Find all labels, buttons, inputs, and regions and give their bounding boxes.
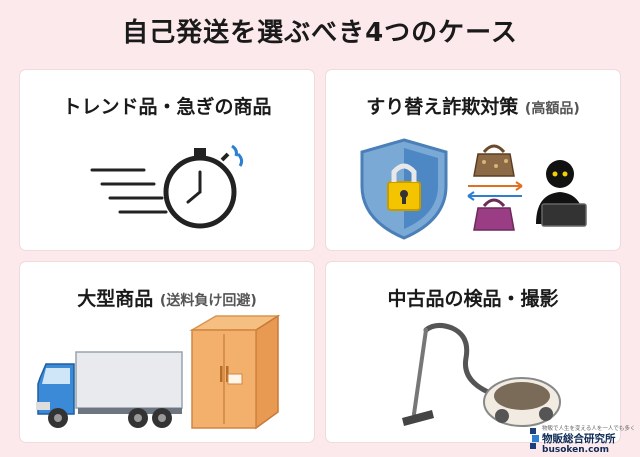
security-shield-icon	[360, 138, 587, 240]
page-title: 自己発送を選ぶべき4つのケース	[122, 18, 518, 48]
card-swap-fraud: すり替え詐欺対策 (高額品)	[326, 70, 620, 250]
truck-icon	[36, 351, 183, 428]
brand-name: 物販総合研究所	[542, 433, 616, 445]
card-large-items: 大型商品 (送料負け回避)	[20, 262, 314, 442]
wardrobe-icon	[189, 314, 281, 430]
card-title-used: 中古品の検品・撮影	[387, 288, 559, 310]
card-title-large: 大型商品 (送料負け回避)	[77, 288, 257, 310]
card-trend-items: トレンド品・急ぎの商品	[20, 70, 314, 250]
stopwatch-icon	[90, 144, 244, 229]
vacuum-cleaner-icon	[402, 322, 561, 427]
brand-mark-icon	[530, 428, 539, 449]
card-title-trend: トレンド品・急ぎの商品	[62, 96, 272, 118]
fake-handbag-icon	[473, 198, 515, 231]
hacker-icon	[536, 160, 587, 227]
brand-url: busoken.com	[542, 445, 609, 455]
brand-tagline: 物販で人生を変える人を一人でも多く	[542, 426, 636, 432]
card-used-goods: 中古品の検品・撮影	[326, 262, 620, 442]
card-title-fraud: すり替え詐欺対策 (高額品)	[366, 96, 580, 118]
handbag-icon	[473, 144, 515, 177]
